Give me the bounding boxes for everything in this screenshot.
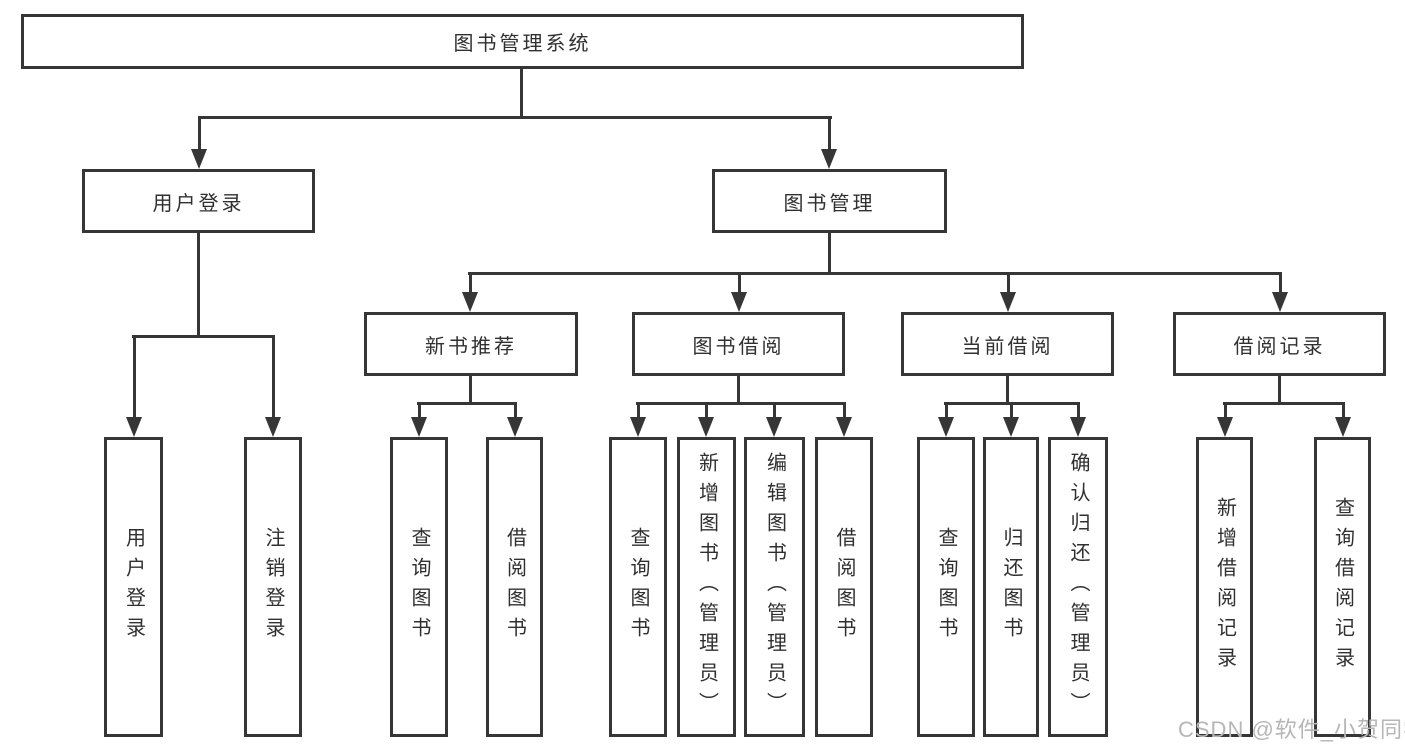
connector-root-stem <box>520 69 523 117</box>
connector-borrow-record-stem <box>1278 376 1281 404</box>
arrow-down-icon <box>507 404 523 437</box>
connector-book-borrow-split <box>636 402 846 405</box>
arrow-down-icon <box>731 274 747 312</box>
connector-borrow-record-split <box>1223 402 1345 405</box>
arrow-down-icon <box>1000 274 1016 312</box>
arrow-down-icon <box>1217 404 1233 437</box>
connector-current-borrow-stem <box>1006 376 1009 404</box>
node-new-book-recommend: 新书推荐 <box>364 312 578 376</box>
leaf-query-borrow-record: 查询借阅记录 <box>1314 437 1371 737</box>
leaf-logout: 注销登录 <box>244 437 302 737</box>
connector-root-split <box>198 116 832 119</box>
arrow-down-icon <box>265 337 281 437</box>
arrow-down-icon <box>938 404 954 437</box>
arrow-down-icon <box>766 404 782 437</box>
connector-user-login-stem <box>197 233 200 336</box>
arrow-down-icon <box>630 404 646 437</box>
arrow-down-icon <box>1070 404 1086 437</box>
arrow-down-icon <box>411 404 427 437</box>
connector-new-book-stem <box>469 376 472 404</box>
connector-book-borrow-stem <box>737 376 740 404</box>
connector-new-book-split <box>417 402 517 405</box>
leaf-user-login: 用户登录 <box>104 437 163 737</box>
leaf-query-books: 查询图书 <box>917 437 975 737</box>
arrow-down-icon <box>836 404 852 437</box>
arrow-down-icon <box>1003 404 1019 437</box>
node-user-login: 用户登录 <box>82 169 315 233</box>
node-library-management-system: 图书管理系统 <box>21 14 1024 69</box>
connector-book-mgmt-split <box>468 272 1282 275</box>
arrow-down-icon <box>462 274 478 312</box>
leaf-confirm-return-admin: 确认归还（管理员） <box>1048 437 1108 737</box>
watermark: CSDN @软件_小贺同学 <box>1178 717 1405 742</box>
arrow-down-icon <box>191 117 207 169</box>
arrow-down-icon <box>821 117 837 169</box>
arrow-down-icon <box>1272 274 1288 312</box>
leaf-borrow-books: 借阅图书 <box>815 437 873 737</box>
node-book-borrow: 图书借阅 <box>632 312 845 376</box>
connector-user-login-split <box>132 335 275 338</box>
arrow-down-icon <box>698 404 714 437</box>
leaf-query-books: 查询图书 <box>609 437 667 737</box>
connector-book-mgmt-stem <box>828 233 831 273</box>
leaf-query-books: 查询图书 <box>390 437 448 737</box>
arrow-down-icon <box>1335 404 1351 437</box>
arrow-down-icon <box>126 337 142 437</box>
node-borrow-record: 借阅记录 <box>1173 312 1386 376</box>
leaf-add-borrow-record: 新增借阅记录 <box>1196 437 1253 737</box>
leaf-add-books-admin: 新增图书（管理员） <box>677 437 736 737</box>
leaf-borrow-books: 借阅图书 <box>486 437 543 737</box>
node-book-management: 图书管理 <box>712 169 947 233</box>
leaf-edit-books-admin: 编辑图书（管理员） <box>744 437 805 737</box>
node-current-borrow: 当前借阅 <box>901 312 1114 376</box>
leaf-return-books: 归还图书 <box>983 437 1039 737</box>
connector-current-borrow-split <box>944 402 1080 405</box>
